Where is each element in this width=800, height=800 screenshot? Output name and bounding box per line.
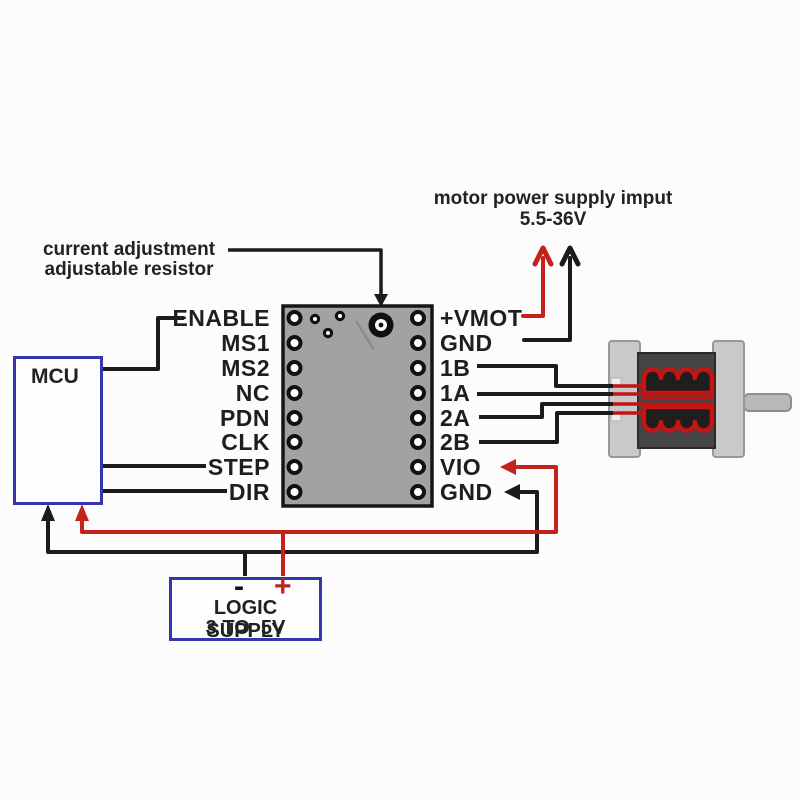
stepper-motor (608, 340, 792, 458)
driver-left-pin-holes (286, 310, 303, 500)
pin-label-enable: ENABLE (172, 305, 270, 331)
pin-label-1b: 1B (440, 355, 471, 381)
motor-lead-wires (612, 384, 641, 415)
wire-coil-1b (477, 364, 613, 388)
driver-vio-arrow-left-icon (500, 459, 516, 475)
pin-label-gnd-bottom: GND (440, 479, 493, 505)
logic-supply-range: 3 TO 5V (205, 617, 286, 639)
annotation-motor-power-line2: 5.5-36V (519, 209, 587, 230)
pin-label-ms1: MS1 (221, 330, 270, 356)
vmot-arrow-up-icon (532, 245, 554, 267)
logic-minus-terminal: - (234, 570, 244, 603)
wire-gnd-supply (522, 256, 572, 342)
mcu-gnd-arrow-up-icon (41, 504, 55, 521)
motor-coil-bottom (641, 404, 715, 433)
driver-board-body (281, 304, 434, 508)
pin-label-nc: NC (235, 380, 270, 406)
logic-plus-terminal: + (274, 570, 292, 603)
motor-shaft (743, 393, 792, 412)
potentiometer (368, 312, 394, 338)
driver-right-pin-holes (410, 310, 426, 500)
pot-pointer (228, 248, 388, 307)
logic-positive-wiring (75, 459, 558, 576)
motor-coil-top (641, 367, 715, 396)
motor-coil-midband (641, 396, 714, 406)
mcu-label: MCU (31, 365, 79, 388)
wire-coil-2b (479, 411, 613, 444)
mcu-vcc-arrow-up-icon (75, 504, 89, 521)
pin-label-clk: CLK (221, 429, 270, 455)
motor-body (637, 352, 716, 449)
driver-gnd-arrow-left-icon (504, 484, 520, 500)
pin-label-vmot: +VMOT (440, 305, 523, 331)
pot-arrow-down-icon (374, 294, 388, 307)
mcu-box: MCU (13, 356, 103, 505)
gnd-arrow-up-icon (559, 245, 581, 267)
wire-logic-negative (46, 490, 539, 554)
board-marking-line (354, 320, 376, 351)
wire-pot-pointer (228, 248, 383, 296)
motor-power-wires (521, 245, 581, 342)
pin-label-gnd-top: GND (440, 330, 493, 356)
driver-via-holes (309, 310, 346, 339)
signal-wires (103, 316, 613, 493)
pin-label-vio: VIO (440, 454, 482, 480)
pin-label-dir: DIR (228, 479, 270, 505)
pin-label-2a: 2A (440, 405, 471, 431)
pin-label-pdn: PDN (219, 405, 270, 431)
pin-label-step: STEP (207, 454, 270, 480)
logic-ground-wiring (41, 484, 539, 576)
pin-label-ms2: MS2 (221, 355, 270, 381)
pin-label-2b: 2B (440, 429, 471, 455)
motor-right-flange (712, 340, 745, 458)
wire-coil-2a (479, 402, 613, 419)
wire-logic-positive (80, 465, 558, 534)
wire-vmot-supply (521, 256, 545, 318)
pin-label-1a: 1A (440, 380, 471, 406)
wire-enable (103, 316, 184, 371)
driver-board (281, 304, 434, 508)
logic-supply-box: - + LOGIC SUPPLY 3 TO 5V (169, 572, 322, 642)
annotation-motor-power-line1: motor power supply imput (433, 188, 673, 209)
logic-supply-title: LOGIC SUPPLY (206, 597, 285, 642)
annotation-current-adjustment-line2: adjustable resistor (44, 259, 214, 280)
annotation-current-adjustment-line1: current adjustment (42, 239, 216, 260)
motor-left-flange (608, 340, 641, 458)
